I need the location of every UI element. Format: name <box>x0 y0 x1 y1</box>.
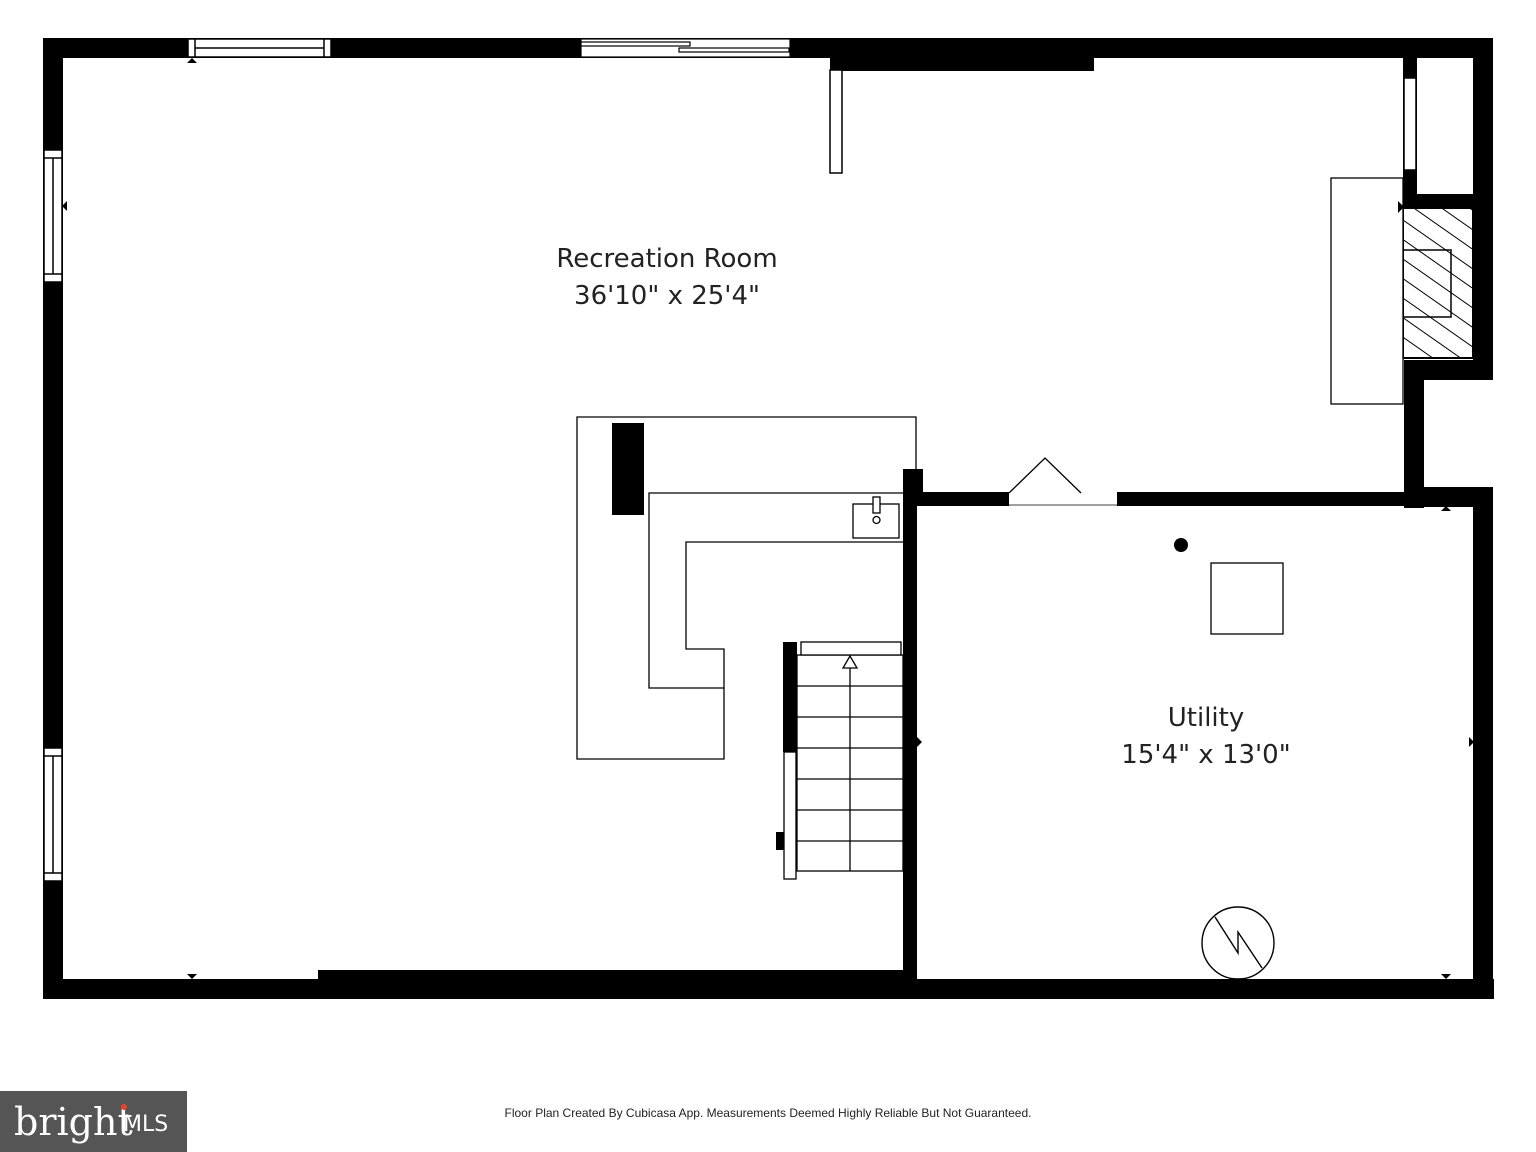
stair-rail-post-top <box>783 642 797 752</box>
utility-room-name: Utility <box>1168 703 1244 733</box>
wall-top-thick <box>830 38 1094 71</box>
stair-rail <box>783 751 797 880</box>
wall-right-lower <box>1473 487 1493 999</box>
recreation-room-dimensions: 36'10" x 25'4" <box>574 281 760 311</box>
wall-right-upper <box>1473 38 1493 379</box>
sliding-door <box>580 38 791 58</box>
wall-markers <box>62 58 1474 979</box>
wall-bottom-thick <box>318 970 913 999</box>
exterior-walls <box>43 38 1494 999</box>
wall-notch-bottom <box>1404 487 1493 507</box>
fireplace-icon <box>1330 177 1474 405</box>
wall-notch-top <box>1404 360 1493 380</box>
bright-mls-logo: bright MLS <box>0 1091 187 1152</box>
wall-closet-bottom <box>1403 194 1493 208</box>
wall-notch-vertical <box>1404 360 1424 508</box>
wall-stub <box>829 69 843 174</box>
stair-arrow-icon <box>841 654 859 669</box>
water-heater-icon <box>1210 562 1284 635</box>
utility-wall-post <box>903 469 923 499</box>
hearth <box>1330 177 1404 405</box>
bar-column <box>612 423 644 515</box>
logo-brand-text: bright <box>14 1100 133 1144</box>
logo-suffix-text: MLS <box>123 1112 168 1137</box>
electrical-panel-icon <box>1201 906 1275 980</box>
window-closet <box>1403 77 1417 171</box>
utility-wall-left <box>903 492 917 999</box>
utility-door-swing <box>1008 457 1082 494</box>
windows <box>43 38 1417 882</box>
stairs <box>783 641 904 880</box>
floor-drain-icon <box>1174 538 1188 552</box>
footer-disclaimer: Floor Plan Created By Cubicasa App. Meas… <box>505 1106 1032 1120</box>
utility-wall-top-right <box>1117 492 1417 506</box>
recreation-room-name: Recreation Room <box>556 244 777 274</box>
bar-counter <box>576 416 917 760</box>
utility-wall-top-left <box>903 492 1009 506</box>
sink-icon <box>852 496 900 539</box>
interior-walls <box>612 423 1417 999</box>
utility-room-dimensions: 15'4" x 13'0" <box>1121 740 1290 770</box>
